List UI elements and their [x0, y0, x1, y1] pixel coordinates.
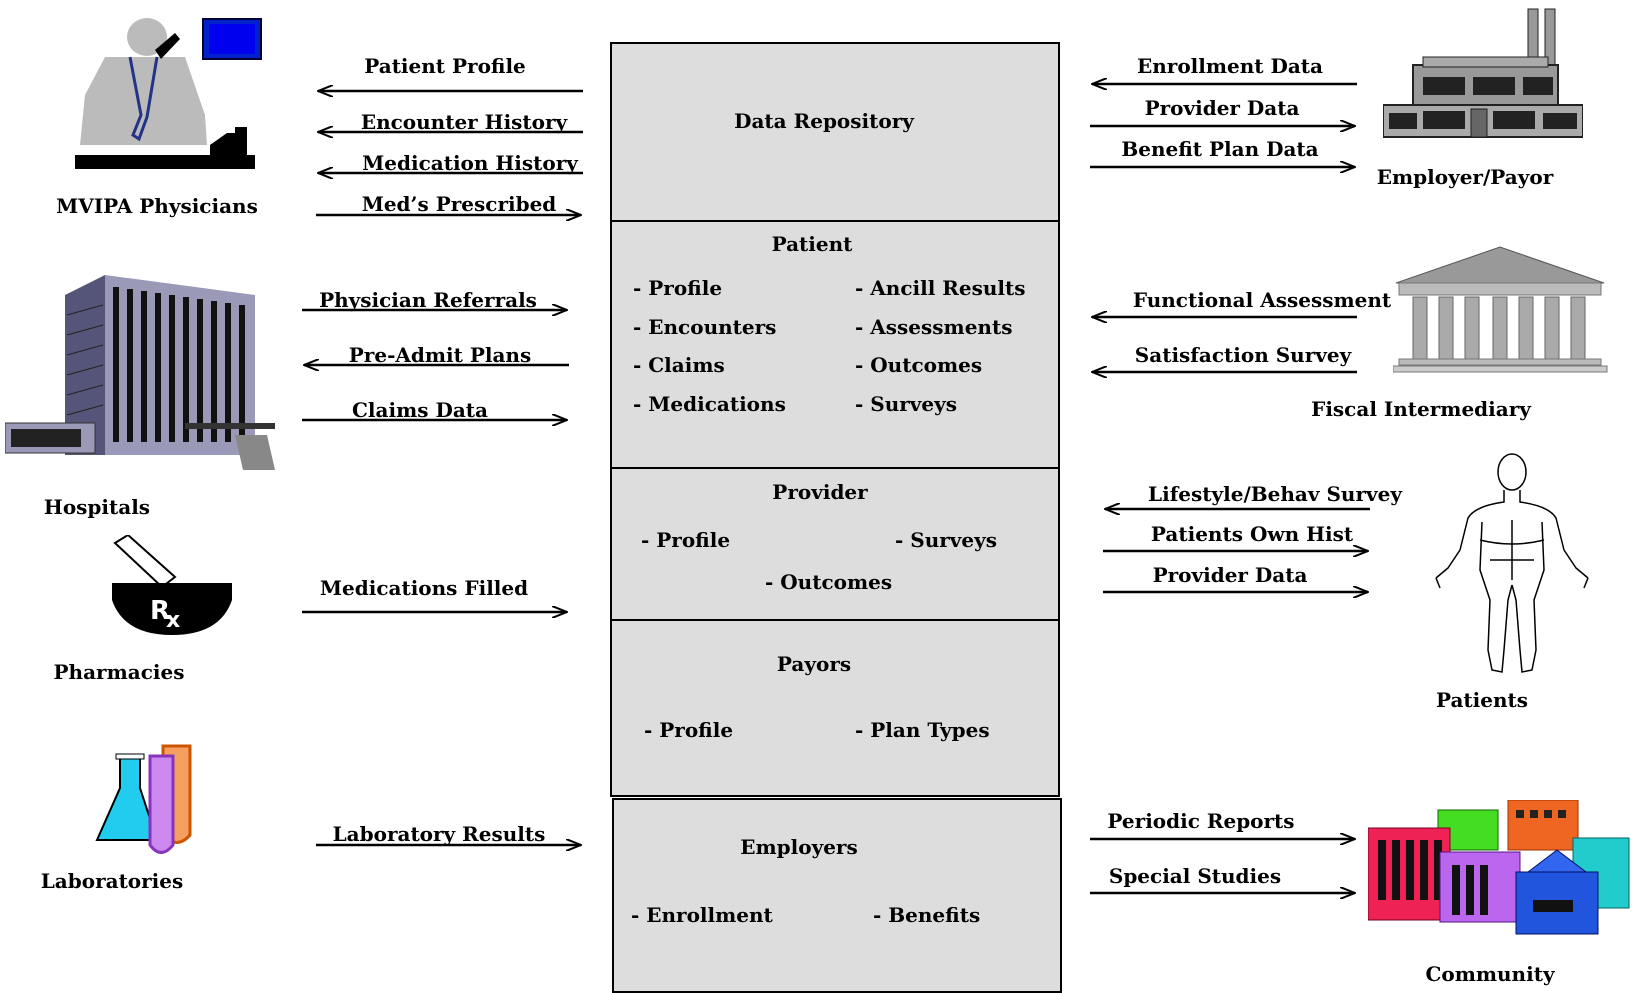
patient-item: - Claims: [633, 353, 725, 377]
entity-label: MVIPA Physicians: [56, 194, 258, 218]
payors-box: [610, 619, 1060, 797]
data-repository-box: [610, 42, 1060, 222]
patient-item: - Profile: [633, 276, 723, 300]
patient-box: [610, 220, 1060, 469]
employers-item: - Benefits: [873, 903, 981, 927]
flow-label: Lifestyle/Behav Survey: [1148, 482, 1402, 506]
svg-text:x: x: [166, 608, 180, 633]
city-buildings-icon: [1368, 800, 1630, 935]
flow-label: Functional Assessment: [1132, 288, 1392, 312]
rx-mortar-pestle-icon: R x: [112, 535, 232, 635]
flow-label: Patient Profile: [364, 54, 526, 78]
flow-label: Medications Filled: [319, 576, 529, 600]
physician-icon: [75, 18, 262, 169]
provider-item: - Surveys: [895, 528, 998, 552]
flow-label: Satisfaction Survey: [1134, 343, 1352, 367]
patient-item: - Ancill Results: [855, 276, 1026, 300]
entity-label: Patients: [1435, 688, 1529, 712]
employers-title: Employers: [740, 835, 858, 859]
entity-label: Laboratories: [40, 869, 184, 893]
flow-label: Pre-Admit Plans: [348, 343, 532, 367]
flow-label: Claims Data: [352, 398, 488, 422]
payors-item: - Plan Types: [855, 718, 990, 742]
factory-icon: [1383, 8, 1583, 138]
svg-text:R: R: [150, 596, 170, 626]
data-repository-title: Data Repository: [734, 109, 914, 133]
flow-label: Physician Referrals: [319, 288, 537, 312]
flow-label: Periodic Reports: [1107, 809, 1295, 833]
entity-label: Employer/Payor: [1376, 165, 1554, 189]
hospital-building-icon: [5, 275, 275, 470]
flow-label: Patients Own Hist: [1150, 522, 1354, 546]
entity-label: Hospitals: [43, 495, 151, 519]
entity-label: Fiscal Intermediary: [1311, 397, 1531, 421]
patient-item: - Outcomes: [855, 353, 983, 377]
lab-flask-tubes-icon: [95, 744, 192, 854]
payors-title: Payors: [776, 652, 852, 676]
patient-item: - Assessments: [855, 315, 1013, 339]
provider-item: - Outcomes: [765, 570, 893, 594]
entity-label: Pharmacies: [53, 660, 185, 684]
government-building-icon: [1393, 246, 1608, 373]
provider-item: - Profile: [641, 528, 731, 552]
flow-label: Encounter History: [360, 110, 568, 134]
patient-item: - Medications: [633, 392, 786, 416]
entity-label: Community: [1425, 962, 1555, 986]
flow-label: Enrollment Data: [1137, 54, 1323, 78]
flow-label: Benefit Plan Data: [1121, 137, 1319, 161]
employers-item: - Enrollment: [631, 903, 773, 927]
flow-label: Laboratory Results: [332, 822, 546, 846]
provider-title: Provider: [772, 480, 868, 504]
human-figure-icon: [1435, 453, 1589, 673]
flow-label: Provider Data: [1152, 563, 1308, 587]
flow-label: Med’s Prescribed: [361, 192, 557, 216]
employers-box: [612, 798, 1062, 993]
patient-item: - Surveys: [855, 392, 958, 416]
flow-label: Provider Data: [1144, 96, 1300, 120]
flow-label: Medication History: [362, 151, 578, 175]
patient-item: - Encounters: [633, 315, 777, 339]
payors-item: - Profile: [644, 718, 734, 742]
flow-label: Special Studies: [1108, 864, 1282, 888]
patient-title: Patient: [771, 232, 853, 256]
